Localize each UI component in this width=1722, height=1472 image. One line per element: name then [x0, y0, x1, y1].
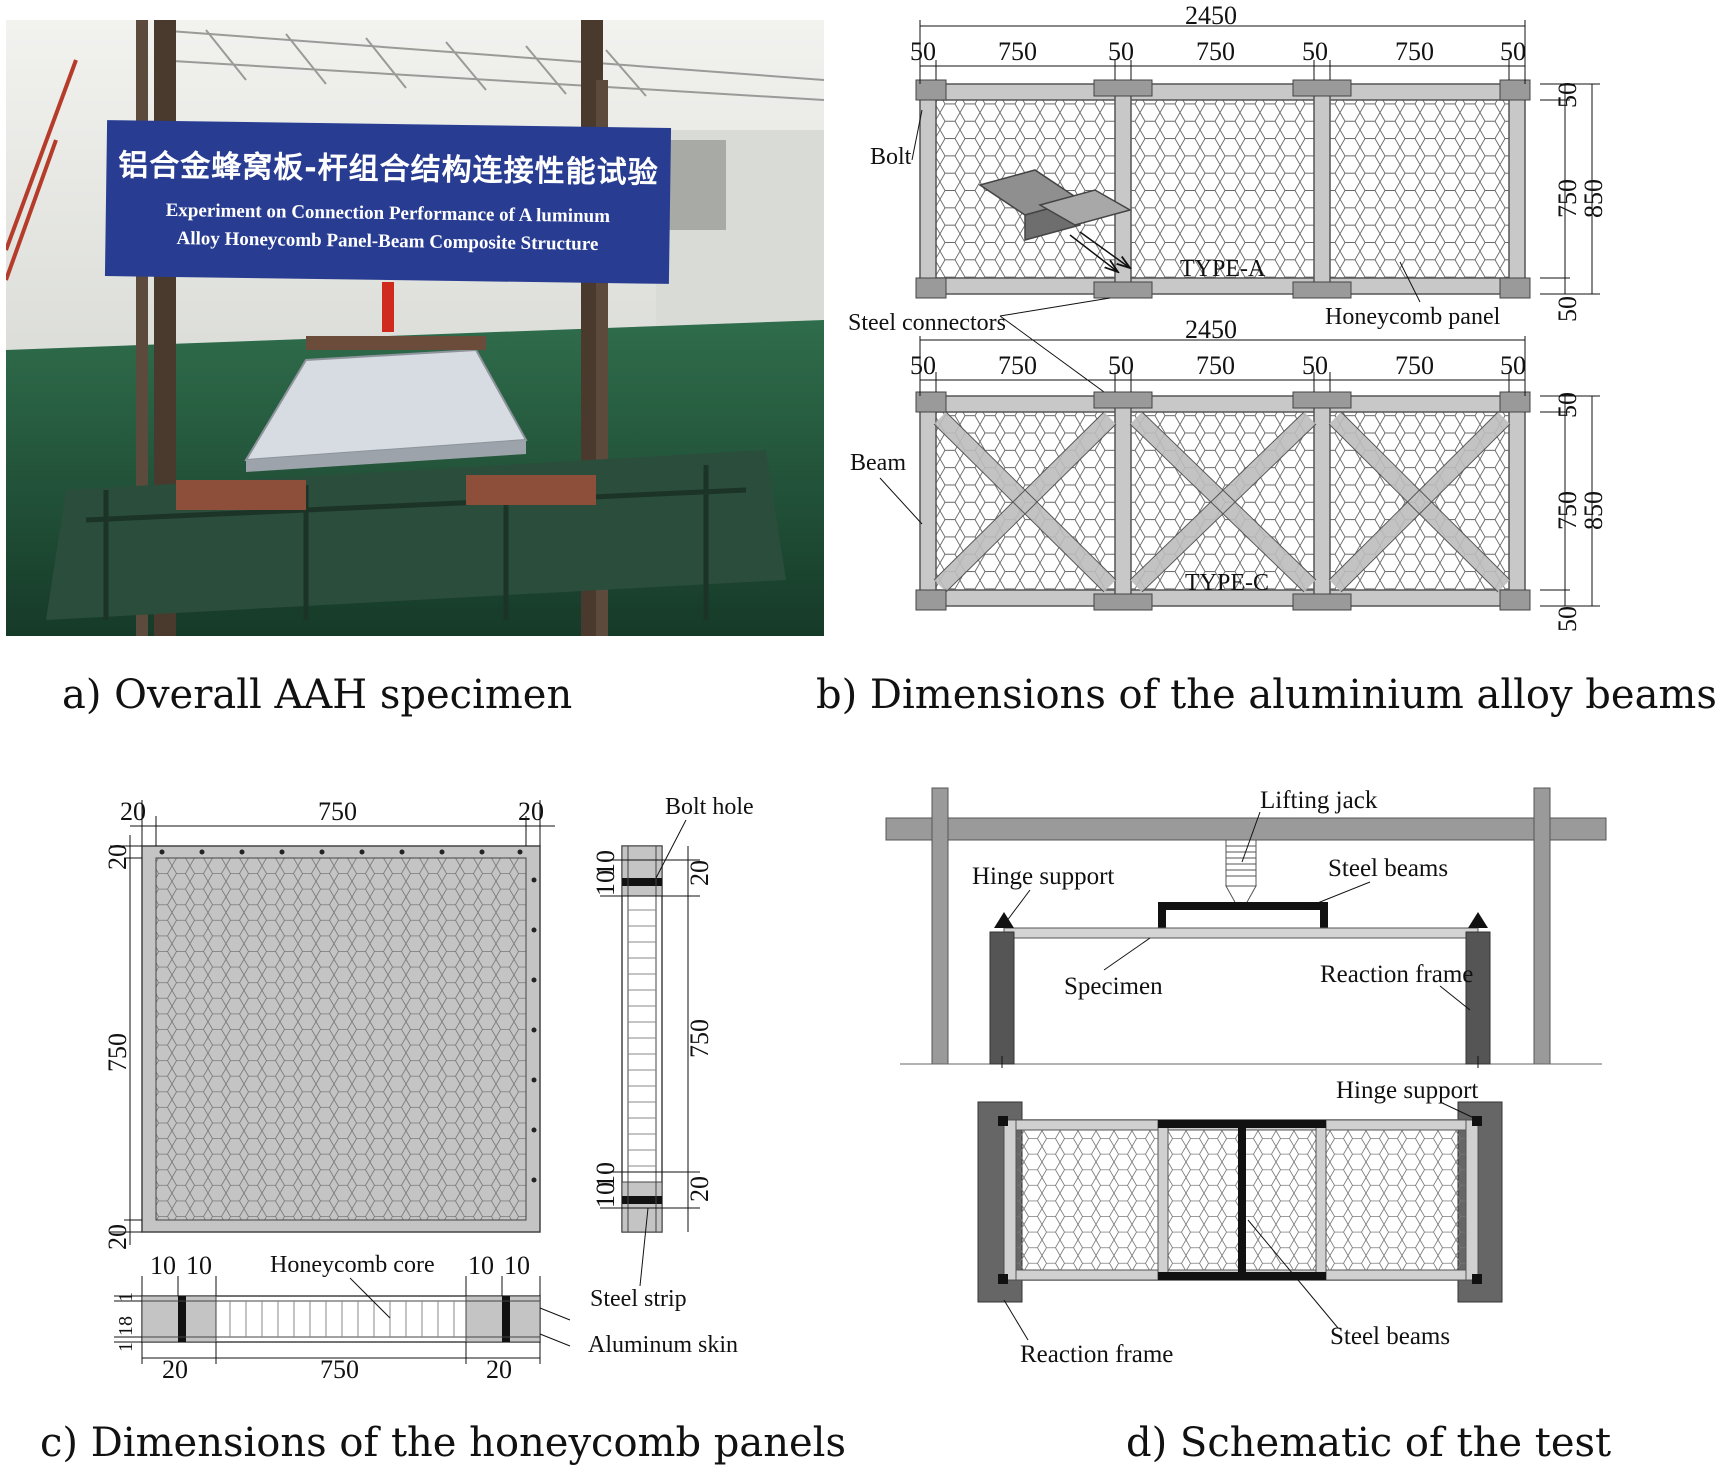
- caption-c: c) Dimensions of the honeycomb panels: [40, 1420, 846, 1466]
- type-c-span-3: 750: [1395, 351, 1434, 380]
- hsection-ten-1: 10: [150, 1251, 176, 1280]
- specimen-photo: 铝合金蜂窝板-杆组合结构连接性能试验 Experiment on Connect…: [6, 20, 824, 636]
- steel-strip-label: Steel strip: [590, 1286, 687, 1312]
- aluminum-skin-label: Aluminum skin: [588, 1332, 738, 1358]
- beam-label: Beam: [850, 450, 906, 476]
- section-ten-top-2: 10: [591, 870, 620, 896]
- caption-b: b) Dimensions of the aluminium alloy bea…: [816, 672, 1717, 718]
- hsection-ten-4: 10: [504, 1251, 530, 1280]
- skin-thickness-bottom: 1: [115, 1342, 137, 1352]
- caption-a: a) Overall AAH specimen: [62, 672, 573, 718]
- type-c-total-length: 2450: [1185, 315, 1237, 344]
- test-schematic: Lifting jack Hinge support Steel beams S…: [880, 780, 1620, 1370]
- steel-beams-top-label: Steel beams: [1328, 855, 1448, 882]
- type-a-span-1: 750: [998, 37, 1037, 66]
- bolt-hole-label: Bolt hole: [665, 794, 754, 820]
- section-ten-top-1: 10: [591, 850, 620, 876]
- type-a-flange-3: 50: [1302, 37, 1328, 66]
- type-c-flange-top: 50: [1553, 392, 1582, 418]
- honeycomb-panel-drawing: 20 750 20 20 750 20: [100, 780, 780, 1384]
- type-a-label: TYPE-A: [1180, 256, 1266, 282]
- specimen-label: Specimen: [1064, 973, 1163, 1000]
- plan-edge-bottom: 20: [103, 1224, 132, 1250]
- reaction-frame-bottom-label: Reaction frame: [1020, 1341, 1173, 1368]
- test-plan-view: [977, 1101, 1503, 1303]
- section-ten-bottom-2: 10: [591, 1182, 620, 1208]
- section-edge-top: 20: [685, 860, 714, 886]
- type-c-label: TYPE-C: [1185, 570, 1269, 596]
- section-ten-bottom-1: 10: [591, 1162, 620, 1188]
- core-thickness: 18: [115, 1316, 137, 1336]
- reaction-frame-top-label: Reaction frame: [1320, 961, 1473, 988]
- section-span: 750: [685, 1019, 714, 1058]
- type-c-flange-2: 50: [1108, 351, 1134, 380]
- banner-chinese-text: 铝合金蜂窝板-杆组合结构连接性能试验: [118, 148, 659, 191]
- type-c-flange-3: 50: [1302, 351, 1328, 380]
- type-a-span-vertical: 750: [1553, 179, 1582, 218]
- type-a-frame: TYPE-A Bolt Honeycomb panel Steel connec…: [848, 79, 1531, 401]
- type-a-flange-bottom: 50: [1553, 296, 1582, 322]
- hsection-span: 750: [320, 1355, 359, 1380]
- type-a-flange-top: 50: [1553, 82, 1582, 108]
- type-a-flange-2: 50: [1108, 37, 1134, 66]
- type-c-span-vertical: 750: [1553, 491, 1582, 530]
- type-a-span-3: 750: [1395, 37, 1434, 66]
- type-a-span-2: 750: [1196, 37, 1235, 66]
- type-c-frame: TYPE-C Beam: [850, 391, 1531, 611]
- skin-thickness-top: 1: [115, 1292, 137, 1302]
- honeycomb-core-label: Honeycomb core: [270, 1252, 435, 1278]
- plan-edge-top: 20: [103, 844, 132, 870]
- hsection-ten-2: 10: [186, 1251, 212, 1280]
- type-a-height: 850: [1579, 179, 1608, 218]
- steel-beams-bottom-label: Steel beams: [1330, 1323, 1450, 1350]
- test-elevation-view: [885, 787, 1607, 1068]
- beam-dimensions-drawing: TYPE-A Bolt Honeycomb panel Steel connec…: [840, 0, 1722, 640]
- type-c-height: 850: [1579, 491, 1608, 530]
- bolt-label: Bolt: [870, 144, 912, 170]
- plan-span-vertical: 750: [103, 1033, 132, 1072]
- plan-span-horizontal: 750: [318, 797, 357, 826]
- panel-vertical-section: [600, 845, 700, 1233]
- hsection-edge-right: 20: [486, 1355, 512, 1380]
- hsection-edge-left: 20: [162, 1355, 188, 1380]
- hinge-support-bottom-label: Hinge support: [1336, 1077, 1478, 1104]
- photo-illustration: [6, 20, 824, 636]
- type-c-dimensions: [919, 336, 1600, 607]
- type-a-dimensions: [919, 20, 1600, 295]
- type-a-flange-4: 50: [1500, 37, 1526, 66]
- honeycomb-panel-label: Honeycomb panel: [1325, 304, 1501, 330]
- type-c-span-1: 750: [998, 351, 1037, 380]
- type-a-flange-1: 50: [910, 37, 936, 66]
- type-c-span-2: 750: [1196, 351, 1235, 380]
- type-c-flange-bottom: 50: [1553, 606, 1582, 632]
- hsection-ten-3: 10: [468, 1251, 494, 1280]
- type-c-flange-1: 50: [910, 351, 936, 380]
- plan-edge-left: 20: [120, 797, 146, 826]
- panel-plan-view: [141, 845, 541, 1233]
- lifting-jack-label: Lifting jack: [1260, 787, 1378, 814]
- section-edge-bottom: 20: [685, 1176, 714, 1202]
- caption-d: d) Schematic of the test: [1126, 1420, 1612, 1466]
- type-a-total-length: 2450: [1185, 1, 1237, 30]
- panel-horizontal-section: [114, 1276, 571, 1364]
- hinge-support-top-label: Hinge support: [972, 863, 1114, 890]
- steel-connectors-label: Steel connectors: [848, 310, 1006, 336]
- type-c-flange-4: 50: [1500, 351, 1526, 380]
- photo-banner: 铝合金蜂窝板-杆组合结构连接性能试验 Experiment on Connect…: [104, 120, 672, 284]
- plan-edge-right: 20: [518, 797, 544, 826]
